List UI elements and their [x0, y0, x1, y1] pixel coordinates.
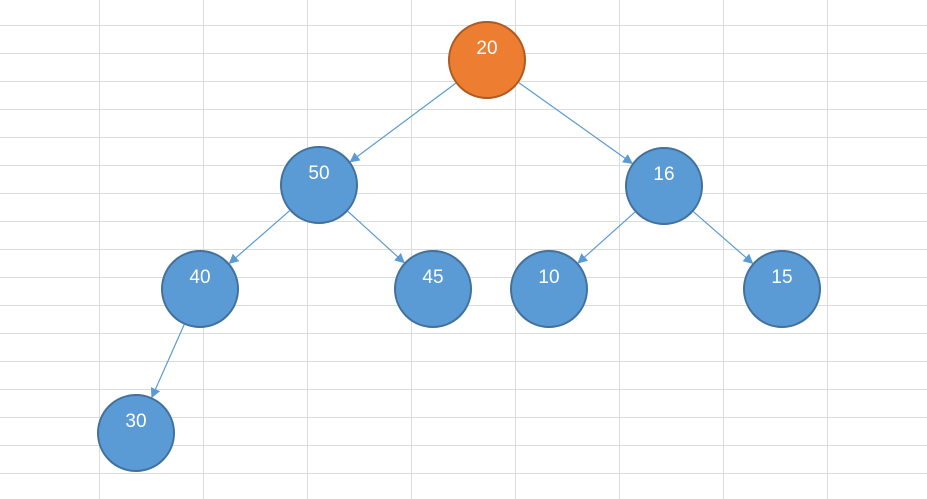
edge-16-to-10 — [577, 211, 636, 264]
tree-node-50: 50 — [280, 146, 358, 224]
node-circle — [743, 250, 821, 328]
node-label: 15 — [771, 267, 792, 288]
node-label: 10 — [538, 267, 559, 288]
node-circle — [97, 394, 175, 472]
node-label: 30 — [125, 411, 146, 432]
node-circle — [510, 250, 588, 328]
node-circle — [161, 250, 239, 328]
tree-node-20: 20 — [448, 21, 526, 99]
node-circle — [280, 146, 358, 224]
node-label: 45 — [422, 267, 443, 288]
node-circle — [394, 250, 472, 328]
tree-node-15: 15 — [743, 250, 821, 328]
node-circle — [625, 147, 703, 225]
node-label: 40 — [189, 267, 210, 288]
node-label: 20 — [476, 38, 497, 59]
node-label: 16 — [653, 164, 674, 185]
root-node-circle — [448, 21, 526, 99]
edges-layer — [150, 82, 754, 399]
edge-16-to-15 — [692, 211, 754, 265]
edge-20-to-50 — [349, 82, 457, 163]
nodes-layer: 20 50 16 40 45 10 15 30 — [97, 21, 821, 472]
tree-node-45: 45 — [394, 250, 472, 328]
tree-node-40: 40 — [161, 250, 239, 328]
edge-50-to-45 — [347, 210, 405, 264]
edge-20-to-16 — [518, 82, 634, 164]
tree-node-30: 30 — [97, 394, 175, 472]
node-label: 50 — [308, 163, 329, 184]
edge-40-to-30 — [150, 324, 185, 399]
tree-node-16: 16 — [625, 147, 703, 225]
edge-50-to-40 — [228, 210, 291, 264]
tree-node-10: 10 — [510, 250, 588, 328]
